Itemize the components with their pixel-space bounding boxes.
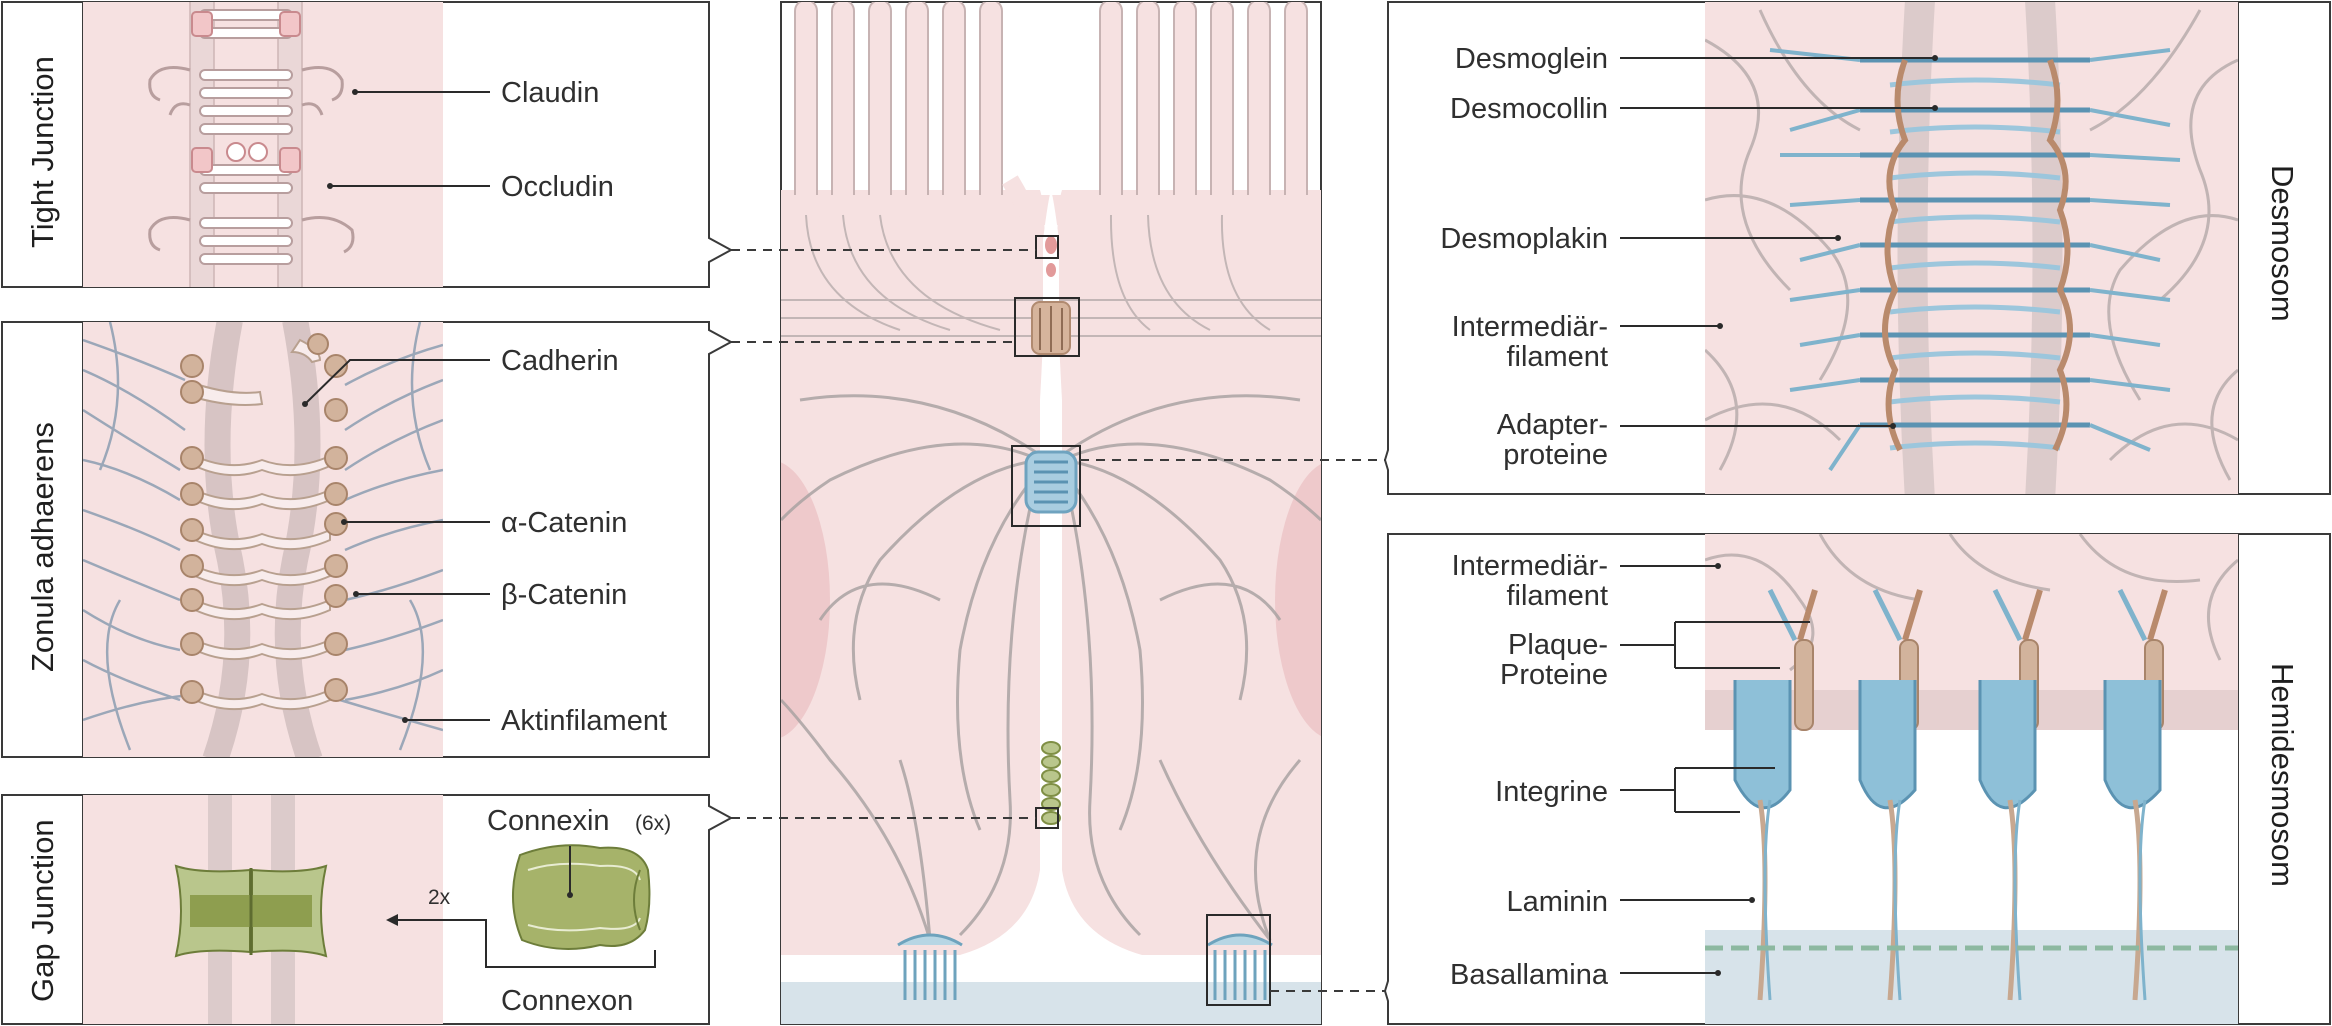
label-hd-intermediaer-2: filament <box>1506 580 1608 612</box>
label-adapter-1: Adapter- <box>1497 409 1608 441</box>
panel-gap-junction: Connexin (6x) 2x Connexon Gap Junction <box>1 794 734 1025</box>
label-aktinfilament: Aktinfilament <box>501 705 667 737</box>
title-desmosom: Desmosom <box>2265 165 2300 322</box>
center-hemidesmosomes <box>897 933 1273 1000</box>
label-plaque-2: Proteine <box>1500 659 1608 691</box>
label-basallamina: Basallamina <box>1450 959 1609 991</box>
gj-connexon-pair <box>174 864 328 958</box>
dashed-connectors <box>731 249 1385 992</box>
center-tight-junction <box>1045 236 1057 277</box>
tj-occludin-loops <box>191 11 301 173</box>
label-plaque-1: Plaque- <box>1508 629 1608 661</box>
panel-desmosom: Desmoglein Desmocollin Desmoplakin Inter… <box>1383 1 2331 495</box>
label-desmoplakin: Desmoplakin <box>1440 223 1608 255</box>
za-aktin-filaments <box>83 322 443 751</box>
ds-desmoglein-rods <box>1889 77 2061 451</box>
za-detail-box <box>1014 297 1080 357</box>
za-catenins <box>180 333 348 704</box>
title-zonula-adhaerens: Zonula adhaerens <box>25 422 60 672</box>
label-claudin: Claudin <box>501 77 599 109</box>
tj-detail-box <box>1035 235 1059 259</box>
label-cadherin: Cadherin <box>501 345 619 377</box>
panel-hemidesmosom: Intermediär- filament Plaque- Proteine I… <box>1383 533 2331 1025</box>
ds-intermediate-filaments <box>1705 9 2238 481</box>
panel-tight-junction: Claudin Occludin Tight Junction <box>1 1 734 288</box>
tj-claudin-hooks <box>148 66 355 254</box>
label-desmoglein: Desmoglein <box>1455 43 1608 75</box>
label-multiplier: 2x <box>428 886 451 909</box>
panel-zonula-adhaerens: Cadherin α-Catenin β-Catenin Aktinfilame… <box>1 321 734 758</box>
label-ds-intermediaer-1: Intermediär- <box>1452 311 1608 343</box>
label-desmocollin: Desmocollin <box>1450 93 1608 125</box>
label-ds-intermediaer-2: filament <box>1506 341 1608 373</box>
ds-cadherin-rods <box>1860 57 2090 428</box>
center-zonula-adhaerens <box>1031 301 1071 355</box>
label-connexin: Connexin <box>487 805 610 837</box>
tj-strands <box>199 9 293 265</box>
label-connexin-count: (6x) <box>635 812 671 835</box>
label-alpha-catenin: α-Catenin <box>501 507 627 539</box>
title-gap-junction: Gap Junction <box>25 819 60 1002</box>
ds-detail-box <box>1011 445 1081 527</box>
hd-detail-box <box>1206 914 1271 1006</box>
label-hd-intermediaer-1: Intermediär- <box>1452 550 1608 582</box>
title-tight-junction: Tight Junction <box>25 56 60 248</box>
label-beta-catenin: β-Catenin <box>501 579 627 611</box>
label-occludin: Occludin <box>501 171 614 203</box>
label-integrine: Integrine <box>1495 776 1608 808</box>
ds-adapter-proteins <box>1882 58 2073 452</box>
title-hemidesmosom: Hemidesmosom <box>2265 663 2300 887</box>
center-epithelium-illustration <box>780 1 1322 1025</box>
hd-units <box>1733 588 2168 1001</box>
gj-connexon-detail <box>512 844 651 950</box>
label-adapter-2: proteine <box>1503 439 1608 471</box>
center-desmosome <box>1024 450 1078 514</box>
label-laminin: Laminin <box>1506 886 1608 918</box>
label-connexon: Connexon <box>501 985 633 1017</box>
